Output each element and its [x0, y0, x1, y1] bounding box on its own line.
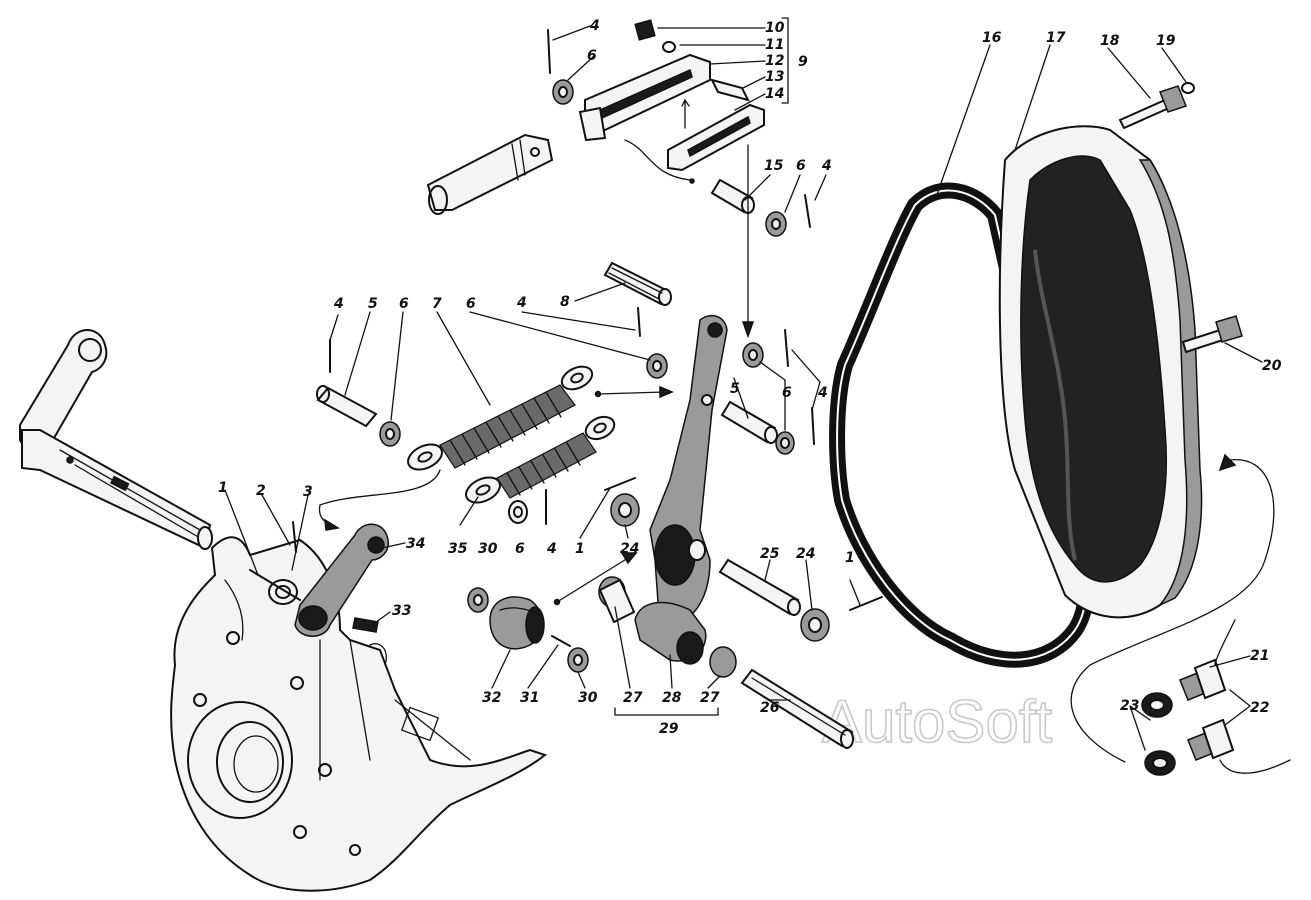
key-33	[352, 617, 387, 666]
label-28: 28	[662, 690, 682, 706]
label-17: 17	[1046, 30, 1066, 46]
label-6: 6	[399, 296, 409, 312]
washers-23	[1141, 692, 1176, 776]
label-6: 6	[796, 158, 806, 174]
label-4: 4	[589, 18, 600, 34]
sleeve-part	[426, 133, 554, 215]
label-20: 20	[1262, 358, 1282, 374]
cover-17	[998, 125, 1203, 619]
label-6: 6	[587, 48, 597, 64]
label-35: 35	[448, 541, 468, 557]
label-8: 8	[560, 294, 570, 310]
label-1: 1	[845, 550, 855, 566]
label-32: 32	[482, 690, 501, 706]
label-11: 11	[765, 37, 784, 53]
pins-right-of-lever	[720, 329, 815, 455]
label-2: 2	[256, 483, 266, 499]
label-24: 24	[620, 541, 639, 557]
label-4: 4	[516, 295, 527, 311]
assembly-lines	[318, 385, 1291, 774]
label-27: 27	[623, 690, 643, 706]
pin-8	[603, 261, 672, 306]
label-1: 1	[575, 541, 585, 557]
spring-35	[465, 415, 616, 504]
shift-lever-shaft	[19, 329, 213, 550]
label-14: 14	[765, 86, 784, 102]
roller-32	[467, 587, 589, 673]
label-6: 6	[515, 541, 525, 557]
label-18: 18	[1100, 33, 1120, 49]
label-13: 13	[765, 69, 784, 85]
label-15: 15	[764, 158, 784, 174]
label-30: 30	[578, 690, 598, 706]
label-25: 25	[760, 546, 780, 562]
label-29: 29	[659, 721, 679, 737]
gasket-16	[829, 182, 1094, 668]
bolt-20	[1181, 315, 1243, 354]
lever-34	[249, 521, 389, 637]
label-33: 33	[392, 603, 411, 619]
label-3: 3	[303, 484, 313, 500]
label-6: 6	[466, 296, 476, 312]
label-10: 10	[765, 20, 785, 36]
part-labels: 1 1 1 2 3 4 4 4 4 4 4 5 5 6 6 6 6 6 6 7 …	[218, 18, 1282, 737]
label-22: 22	[1250, 700, 1269, 716]
label-31: 31	[520, 690, 539, 706]
label-30: 30	[478, 541, 498, 557]
watermark-text: AutoSoft	[822, 688, 1052, 755]
label-4: 4	[546, 541, 557, 557]
plugs-21-22	[1179, 658, 1235, 761]
label-5: 5	[730, 381, 740, 397]
leader-lines	[224, 17, 1263, 751]
pin-25	[718, 558, 883, 642]
label-4: 4	[821, 158, 832, 174]
label-19: 19	[1156, 33, 1176, 49]
pin-26	[740, 668, 854, 749]
label-4: 4	[333, 296, 344, 312]
label-24: 24	[796, 546, 815, 562]
washer-24-upper	[604, 477, 640, 527]
spring-7	[407, 365, 594, 471]
label-6: 6	[782, 385, 792, 401]
label-16: 16	[982, 30, 1002, 46]
label-1: 1	[218, 480, 228, 496]
lever-28	[598, 314, 737, 678]
label-23: 23	[1120, 698, 1139, 714]
fork-block-9	[547, 19, 765, 184]
label-26: 26	[760, 700, 780, 716]
label-27: 27	[700, 690, 720, 706]
label-9: 9	[798, 54, 808, 70]
pin-15	[710, 144, 811, 339]
label-5: 5	[368, 296, 378, 312]
bolt-18	[1118, 85, 1187, 130]
label-7: 7	[432, 296, 442, 312]
gearbox-housing	[170, 536, 548, 892]
washer-19	[1181, 82, 1195, 94]
pins-left-cluster	[316, 339, 547, 525]
label-4: 4	[817, 385, 828, 401]
label-12: 12	[765, 53, 784, 69]
label-34: 34	[406, 536, 425, 552]
label-21: 21	[1250, 648, 1269, 664]
